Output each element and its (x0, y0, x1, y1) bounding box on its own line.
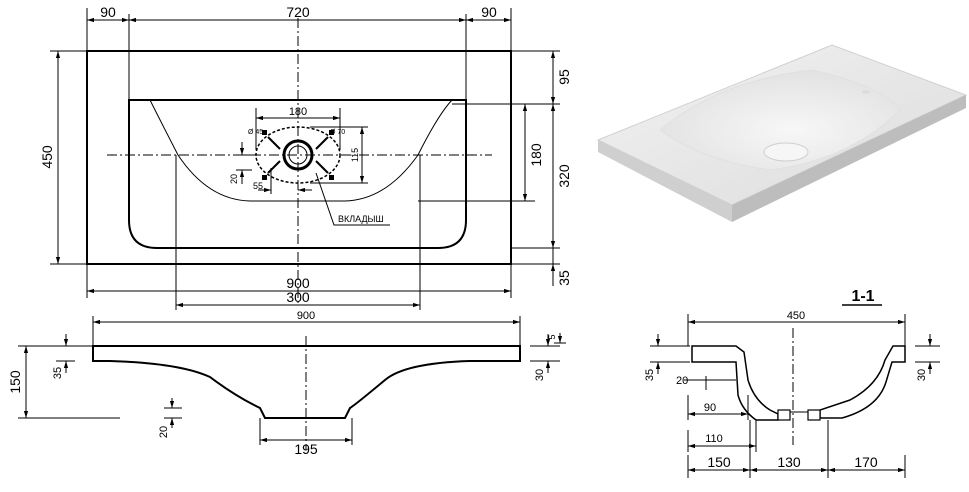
dim-bowl-depth: 320 (556, 164, 572, 188)
basin-3d-render (596, 44, 968, 222)
section-title: 1-1 (851, 288, 874, 305)
front-dim-step: 20 (158, 426, 170, 438)
dim-overall-depth: 450 (39, 145, 55, 169)
dim-offset-20: 20 (229, 174, 239, 184)
insert-leader (315, 172, 390, 226)
dim-hole-large: Ø 70 (330, 129, 345, 136)
section-dim-right-rim: 30 (916, 369, 928, 381)
section-view: 1-1 450 35 20 30 90 110 (644, 288, 940, 478)
dim-bottom-margin: 35 (556, 270, 572, 286)
dim-bowl-inner: 180 (528, 143, 544, 167)
dim-top-margin: 95 (556, 69, 572, 85)
dim-right-margin: 90 (481, 4, 497, 20)
dim-drain-spacing: 180 (289, 106, 307, 118)
front-dim-drain-width: 195 (294, 441, 318, 457)
drain-3d (763, 142, 809, 162)
section-dim-150: 150 (707, 454, 731, 470)
dim-bottom-width: 300 (286, 289, 310, 305)
section-dim-90: 90 (704, 402, 716, 414)
front-dim-width: 900 (297, 310, 315, 322)
section-dim-wall: 20 (676, 375, 688, 387)
front-view: 900 150 35 20 195 30 5 (7, 310, 566, 457)
section-dim-130: 130 (777, 454, 801, 470)
plan-view: 90 720 90 450 95 320 35 180 180 Ø 45 Ø 7… (39, 4, 572, 310)
front-dim-rim: 35 (52, 367, 64, 379)
section-dim-110: 110 (705, 433, 723, 445)
dim-drain-height: 115 (350, 148, 360, 162)
front-dim-height: 150 (7, 370, 23, 394)
dim-left-margin: 90 (100, 4, 116, 20)
insert-label: ВКЛАДЫШ (338, 214, 384, 224)
bowl-contour (149, 99, 453, 202)
basin-outline (86, 50, 512, 265)
dim-hole-small: Ø 45 (248, 129, 263, 136)
insert-outline (255, 126, 341, 184)
section-dim-170: 170 (854, 454, 878, 470)
front-profile (92, 345, 521, 419)
front-dim-right-top: 5 (547, 334, 557, 339)
section-right-wall (819, 345, 906, 419)
dim-inner-width: 720 (286, 4, 310, 20)
front-dim-right-rim: 30 (534, 369, 546, 381)
section-dim-width: 450 (787, 310, 805, 322)
drain-hole (282, 139, 314, 171)
bowl-recess (128, 99, 467, 249)
section-dim-left-rim: 35 (644, 369, 656, 381)
dim-offset-55: 55 (253, 181, 263, 191)
dim-overall-width: 900 (286, 275, 310, 291)
